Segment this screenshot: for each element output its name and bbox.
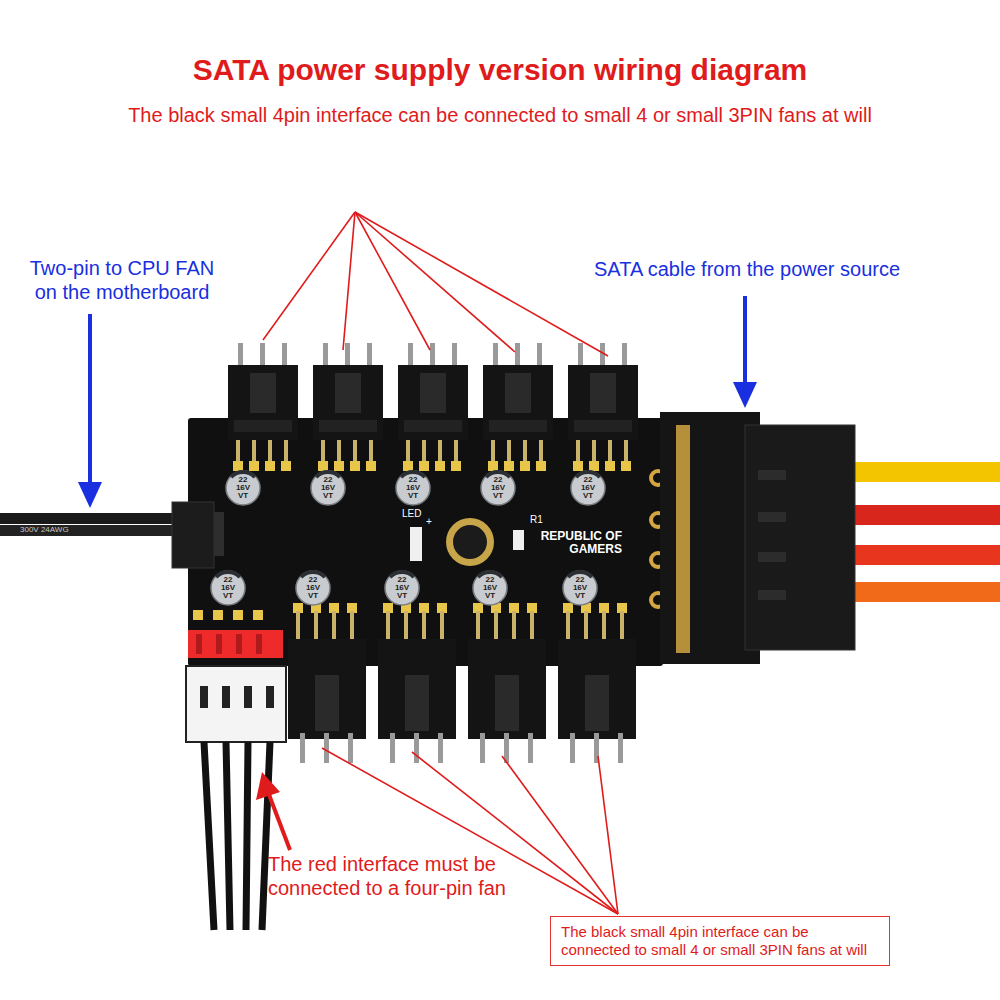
callout-text: SATA cable from the power source — [594, 257, 994, 281]
ridge — [758, 470, 786, 480]
resistor — [513, 530, 524, 550]
sata-wires — [850, 462, 1000, 602]
fan-header — [468, 603, 546, 763]
arrow-head — [78, 482, 102, 508]
capacitor — [571, 471, 605, 505]
leader-line — [263, 212, 355, 340]
pad — [193, 610, 203, 620]
fan-plug — [186, 666, 286, 742]
sata-contacts — [676, 425, 690, 653]
plug-slot — [200, 686, 208, 708]
pad — [253, 610, 263, 620]
arrow-head — [256, 772, 280, 800]
pad — [233, 610, 243, 620]
yellow-wire — [850, 462, 1000, 482]
orange-wire — [850, 582, 1000, 602]
red-wire — [850, 545, 1000, 565]
fan-wires — [204, 742, 270, 930]
two-pin-connector — [172, 502, 214, 568]
fan-header — [378, 603, 456, 763]
wire — [0, 513, 180, 524]
red-wire — [850, 505, 1000, 525]
pin — [216, 634, 222, 654]
plug-slot — [266, 686, 274, 708]
fan-header — [288, 603, 366, 763]
ridge — [758, 512, 786, 522]
fan-header — [558, 603, 636, 763]
capacitor-marking: 22 16V VT — [217, 576, 239, 600]
capacitor-marking: 22 16V VT — [577, 476, 599, 500]
blue-arrow-left — [78, 314, 102, 508]
capacitor — [563, 571, 597, 605]
two-pin-header — [214, 512, 224, 556]
fan-header — [398, 343, 468, 471]
capacitor-marking: 22 16V VT — [302, 576, 324, 600]
mounting-hole-ring — [446, 518, 494, 566]
capacitor-marking: 22 16V VT — [402, 476, 424, 500]
note-text: The black small 4pin interface can be co… — [561, 923, 879, 959]
arrow-shaft — [268, 792, 290, 850]
ridge — [758, 590, 786, 600]
capacitor-marking: 22 16V VT — [569, 576, 591, 600]
leader-line — [598, 756, 618, 914]
capacitor — [211, 571, 245, 605]
capacitor — [311, 471, 345, 505]
leader-lines-top — [263, 212, 608, 356]
red-header — [188, 630, 283, 658]
capacitor-marking: 22 16V VT — [317, 476, 339, 500]
pad — [213, 610, 223, 620]
wire-marking: 300V 24AWG — [20, 526, 69, 534]
leader-line — [343, 212, 355, 350]
capacitor-marking: 22 16V VT — [391, 576, 413, 600]
arrow-head — [733, 382, 757, 408]
leader-line — [355, 212, 608, 356]
leader-line — [502, 756, 618, 914]
capacitor-marking: 22 16V VT — [487, 476, 509, 500]
callout-text: Two-pin to CPU FAN on the motherboard — [18, 256, 226, 304]
blue-arrow-right — [733, 296, 757, 408]
wire — [0, 525, 180, 536]
capacitor — [226, 471, 260, 505]
pin — [236, 634, 242, 654]
capacitor — [473, 571, 507, 605]
capacitor — [481, 471, 515, 505]
red-arrow — [256, 772, 290, 850]
capacitor-marking: 22 16V VT — [479, 576, 501, 600]
silkscreen-logo: REPUBLIC OF GAMERS — [530, 530, 622, 556]
capacitor — [385, 571, 419, 605]
sata-connector — [660, 412, 855, 664]
led — [410, 527, 422, 561]
diagram-title: SATA power supply version wiring diagram — [0, 52, 1000, 88]
plug-slot — [222, 686, 230, 708]
silkscreen-text: LED — [402, 509, 421, 519]
ridge — [758, 552, 786, 562]
capacitor — [296, 571, 330, 605]
pin — [196, 634, 202, 654]
callout-text: The red interface must be connected to a… — [268, 852, 530, 900]
pin — [256, 634, 262, 654]
fan-header — [568, 343, 638, 471]
silkscreen-text: R1 — [530, 515, 543, 525]
capacitor-marking: 22 16V VT — [232, 476, 254, 500]
fan-header — [228, 343, 298, 471]
subtitle-note: The black small 4pin interface can be co… — [0, 103, 1000, 127]
arrow-shaft — [743, 296, 747, 385]
cpu-fan-wire — [0, 513, 180, 536]
note-box: The black small 4pin interface can be co… — [550, 916, 890, 966]
fan-header — [313, 343, 383, 471]
mounting-hole — [453, 525, 487, 559]
silkscreen-text: + — [426, 517, 432, 527]
sata-plug — [745, 425, 855, 650]
leader-line — [355, 212, 515, 352]
arrow-shaft — [88, 314, 92, 485]
fan-header — [483, 343, 553, 471]
plug-slot — [244, 686, 252, 708]
capacitor — [396, 471, 430, 505]
